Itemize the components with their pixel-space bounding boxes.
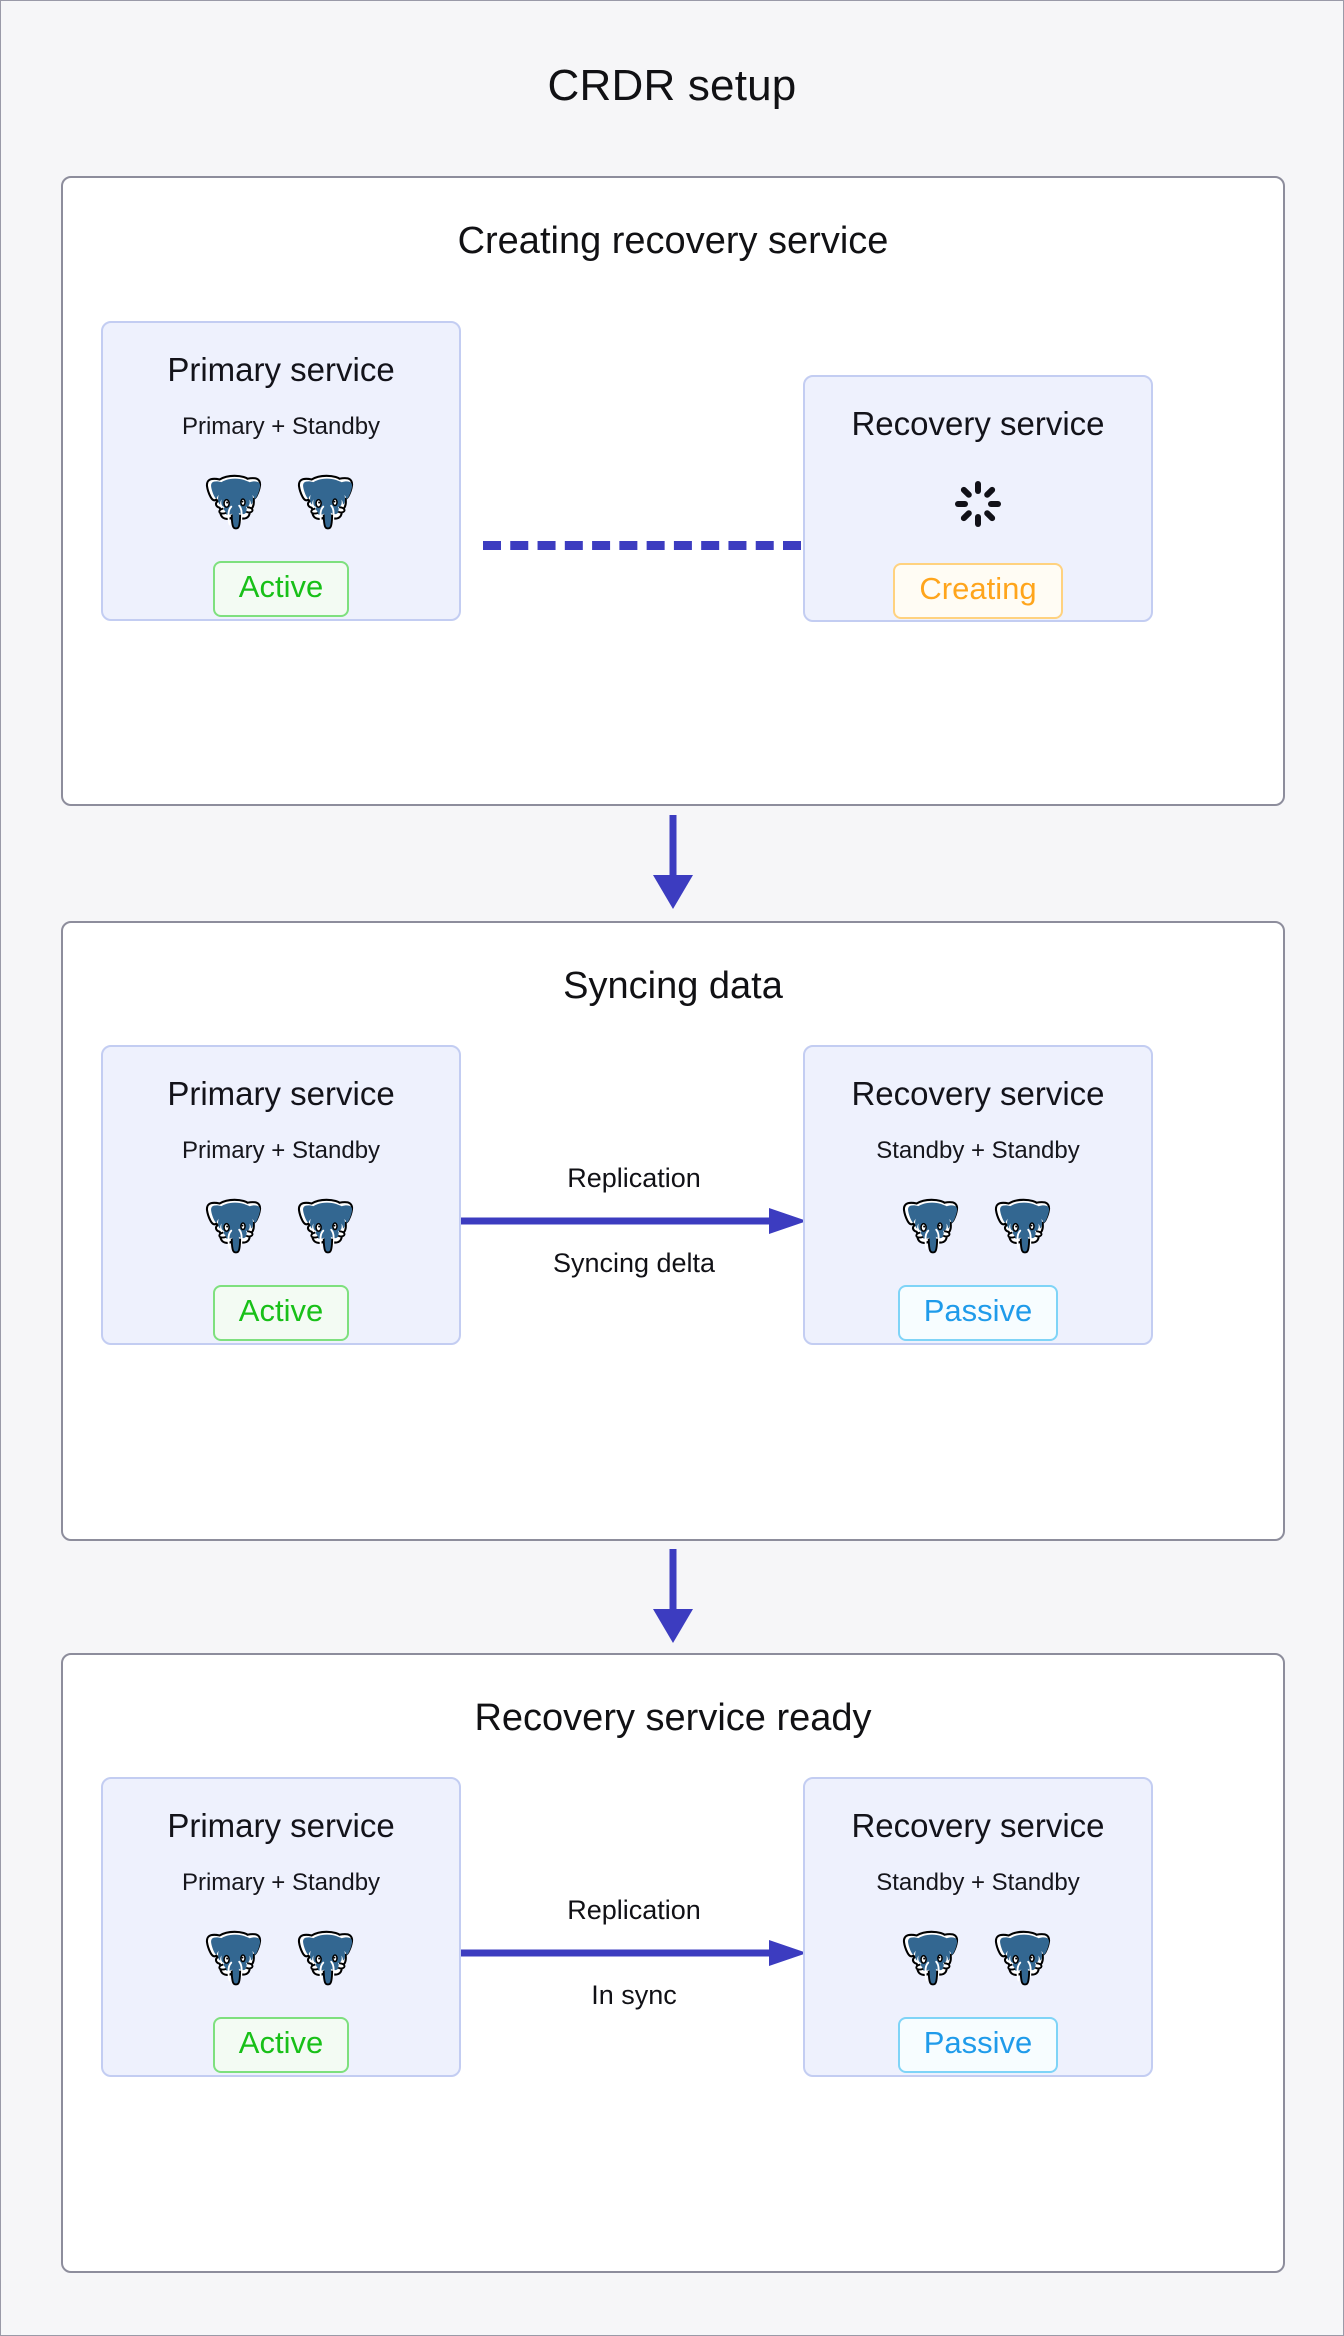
database-node-row [205,1195,357,1257]
service-card-title: Recovery service [851,1807,1105,1844]
stage-title: Recovery service ready [474,1697,872,1739]
diagram-title: CRDR setup [547,61,797,110]
replication-label-bottom: In sync [591,1980,677,2010]
replication-label-top: Replication [567,1895,701,1925]
recovery-service-card[interactable]: Recovery service Standby + Standby Passi… [803,1777,1153,2077]
recovery-service-card[interactable]: Recovery service Creating [803,375,1153,622]
status-badge-active: Active [212,2017,350,2074]
replication-label-bottom: Syncing delta [552,1248,716,1278]
database-node-row [205,471,357,533]
replication-connector: Replication In sync [461,1895,807,2011]
primary-service-card[interactable]: Primary service Primary + Standby Active [101,1777,461,2077]
postgres-elephant-icon [902,1198,959,1254]
postgres-elephant-icon [205,474,262,530]
postgres-elephant-icon [205,1198,262,1254]
stage-panel-creating-recovery-service: Creating recovery service Primary servic… [61,176,1285,806]
service-card-title: Recovery service [851,1075,1105,1112]
recovery-service-card[interactable]: Recovery service Standby + Standby Passi… [803,1045,1153,1345]
status-badge-active: Active [212,561,350,618]
stage-title: Syncing data [563,965,783,1007]
service-card-subtitle: Primary + Standby [181,1869,381,1896]
dashed-connector-line [483,541,801,550]
service-card-subtitle: Standby + Standby [876,1869,1080,1896]
postgres-elephant-icon [994,1198,1051,1254]
service-card-subtitle: Standby + Standby [876,1137,1080,1164]
right-arrow-icon [461,1940,807,1966]
status-badge-creating: Creating [893,563,1063,620]
status-badge-active: Active [212,1285,350,1342]
postgres-elephant-icon [297,474,354,530]
loading-spinner-icon [955,481,1001,527]
database-node-row [902,1927,1054,1989]
service-card-title: Recovery service [851,405,1105,442]
postgres-elephant-icon [297,1930,354,1986]
primary-service-card[interactable]: Primary service Primary + Standby Active [101,1045,461,1345]
service-card-subtitle: Primary + Standby [181,413,381,440]
service-card-subtitle: Primary + Standby [181,1137,381,1164]
database-node-row [205,1927,357,1989]
arrow-stage1-to-stage2 [637,813,709,911]
service-card-title: Primary service [167,351,395,388]
postgres-elephant-icon [994,1930,1051,1986]
stage-panel-syncing-data: Syncing data Primary service Primary + S… [61,921,1285,1541]
arrow-stage2-to-stage3 [637,1547,709,1645]
status-badge-passive: Passive [897,1285,1059,1342]
down-arrow-icon [653,1549,693,1643]
stage-title: Creating recovery service [457,220,889,262]
down-arrow-icon [653,815,693,909]
service-card-title: Primary service [167,1807,395,1844]
postgres-elephant-icon [297,1198,354,1254]
replication-label-top: Replication [567,1163,701,1193]
stage-panel-recovery-service-ready: Recovery service ready Primary service P… [61,1653,1285,2273]
right-arrow-icon [461,1208,807,1234]
postgres-elephant-icon [902,1930,959,1986]
status-badge-passive: Passive [897,2017,1059,2074]
service-card-title: Primary service [167,1075,395,1112]
postgres-elephant-icon [205,1930,262,1986]
spinner-container [954,473,1002,535]
replication-connector: Replication Syncing delta [461,1163,807,1279]
primary-service-card[interactable]: Primary service Primary + Standby Active [101,321,461,621]
database-node-row [902,1195,1054,1257]
